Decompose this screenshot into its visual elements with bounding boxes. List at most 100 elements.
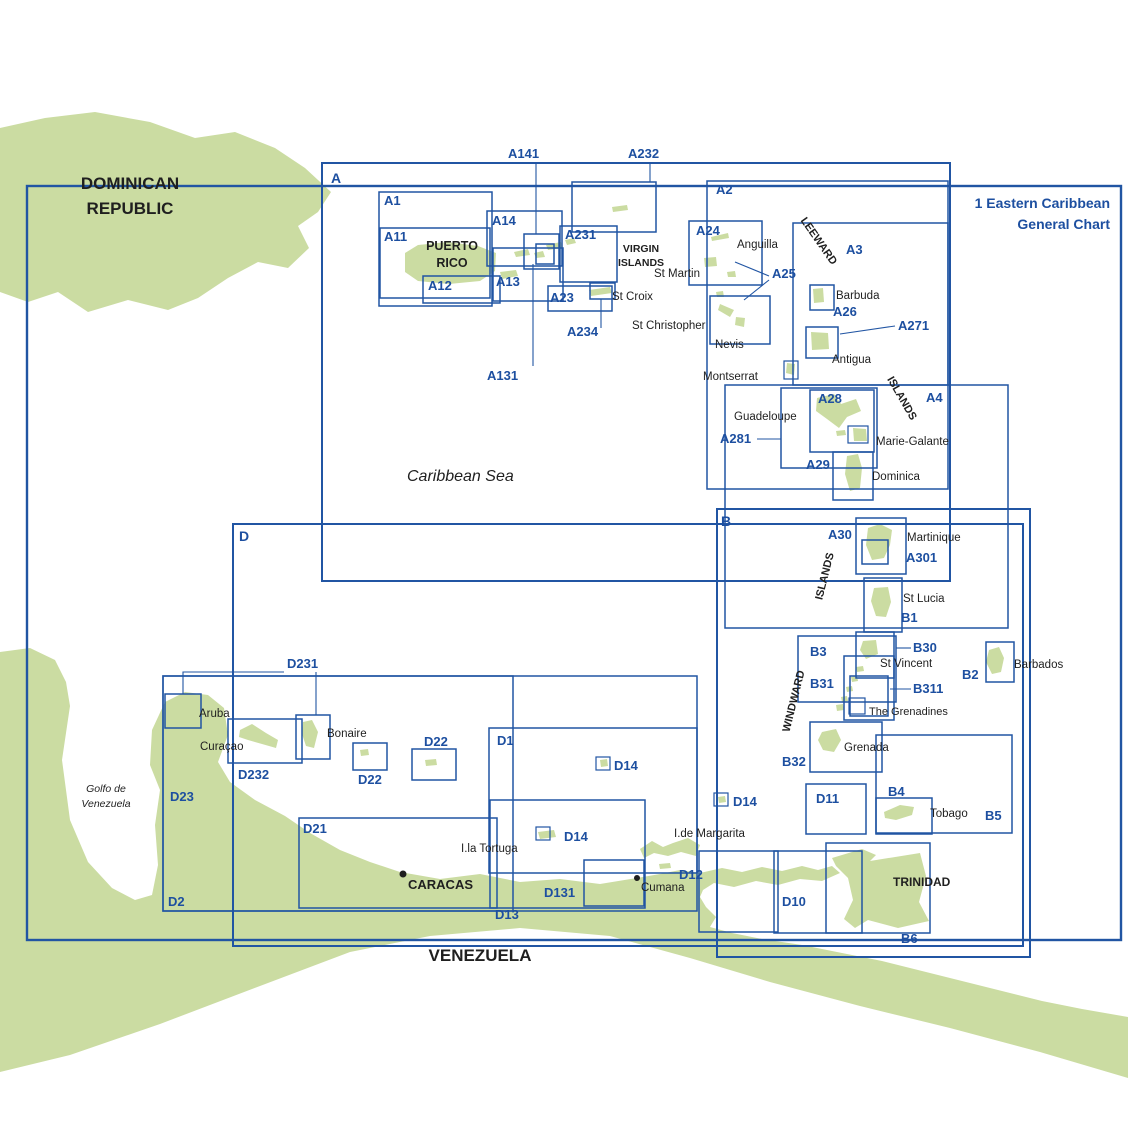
chart-label-d232[interactable]: D232 (238, 767, 269, 782)
chart-box-b2[interactable] (985, 641, 1015, 683)
chart-box-b3[interactable] (797, 635, 897, 703)
chart-label-a25[interactable]: A25 (772, 266, 796, 281)
chart-label-b311[interactable]: B311 (913, 681, 943, 696)
chart-label-b32[interactable]: B32 (782, 754, 806, 769)
chart-label-b1[interactable]: B1 (901, 610, 918, 625)
chart-box-d13[interactable] (489, 799, 646, 909)
chart-label-a3[interactable]: A3 (846, 242, 863, 257)
chart-box-d231-bonaire[interactable] (295, 714, 331, 760)
chart-box-d131[interactable] (583, 859, 645, 907)
chart-label-d11[interactable]: D11 (816, 791, 839, 806)
chart-label-b3[interactable]: B3 (810, 644, 827, 659)
chart-label-a[interactable]: A (331, 170, 341, 186)
chart-label-a271[interactable]: A271 (898, 318, 929, 333)
chart-box-marie-galante-box[interactable] (847, 425, 869, 444)
chart-box-d10[interactable] (773, 850, 863, 934)
chart-label-b4[interactable]: B4 (888, 784, 905, 799)
chart-box-d11[interactable] (805, 783, 867, 835)
chart-label-a12[interactable]: A12 (428, 278, 452, 293)
chart-box-a29[interactable] (832, 451, 874, 501)
chart-box-a1[interactable] (378, 191, 493, 307)
chart-label-a29[interactable]: A29 (806, 457, 830, 472)
chart-box-a271[interactable] (805, 326, 839, 359)
chart-label-d14[interactable]: D14 (614, 758, 639, 773)
chart-label-b31[interactable]: B31 (810, 676, 834, 691)
chart-box-b311[interactable] (849, 675, 889, 717)
chart-box-a13[interactable] (492, 247, 564, 302)
chart-box-d22-east[interactable] (411, 748, 457, 781)
chart-box-a25[interactable] (709, 295, 771, 345)
chart-box-d21[interactable] (298, 817, 498, 909)
chart-box-d22-west[interactable] (352, 742, 388, 771)
chart-label-d131[interactable]: D131 (544, 885, 575, 900)
chart-box-grenadines-box[interactable] (848, 697, 866, 715)
chart-label-d10[interactable]: D10 (782, 894, 806, 909)
chart-label-a234[interactable]: A234 (567, 324, 599, 339)
chart-box-d14-orchila[interactable] (713, 792, 729, 807)
chart-box-d[interactable] (232, 523, 1024, 947)
chart-label-d22[interactable]: D22 (424, 734, 448, 749)
chart-label-a131[interactable]: A131 (487, 368, 518, 383)
chart-box-d14-tortuga[interactable] (535, 826, 551, 841)
chart-label-a24[interactable]: A24 (696, 223, 721, 238)
chart-label-d2[interactable]: D2 (168, 894, 185, 909)
chart-box-d12[interactable] (698, 850, 779, 933)
chart-box-b30[interactable] (855, 631, 895, 679)
chart-box-a281[interactable] (780, 387, 878, 469)
chart-box-a232[interactable] (571, 181, 657, 233)
chart-box-1[interactable] (25, 184, 1123, 942)
chart-label-b2[interactable]: B2 (962, 667, 979, 682)
chart-label-a30[interactable]: A30 (828, 527, 852, 542)
chart-label-d[interactable]: D (239, 528, 249, 544)
chart-label-b5[interactable]: B5 (985, 808, 1002, 823)
chart-box-a234[interactable] (589, 282, 616, 300)
chart-box-a4[interactable] (724, 384, 1009, 629)
chart-label-a11[interactable]: A11 (384, 229, 407, 244)
chart-label-a13[interactable]: A13 (496, 274, 520, 289)
chart-box-a11[interactable] (379, 227, 491, 299)
chart-label-d13[interactable]: D13 (495, 907, 519, 922)
chart-box-d1[interactable] (488, 727, 698, 874)
chart-box-d232[interactable] (227, 718, 303, 764)
chart-box-a12[interactable] (422, 275, 501, 304)
chart-box-a131[interactable] (535, 243, 555, 265)
chart-label-b30[interactable]: B30 (913, 640, 937, 655)
chart-box-b[interactable] (716, 508, 1031, 958)
chart-box-b6[interactable] (825, 842, 931, 934)
chart-label-b[interactable]: B (721, 513, 731, 529)
chart-label-d21[interactable]: D21 (303, 821, 327, 836)
chart-box-a301[interactable] (861, 539, 889, 565)
chart-label-a301[interactable]: A301 (906, 550, 937, 565)
chart-box-a26[interactable] (809, 284, 835, 311)
chart-label-d14[interactable]: D14 (564, 829, 589, 844)
chart-box-b4[interactable] (875, 797, 933, 835)
chart-box-a24[interactable] (688, 220, 763, 286)
chart-label-a141[interactable]: A141 (508, 146, 539, 161)
chart-label-a4[interactable]: A4 (926, 390, 943, 405)
chart-label-a1[interactable]: A1 (384, 193, 401, 208)
chart-box-a141[interactable] (523, 233, 560, 270)
chart-label-a281[interactable]: A281 (720, 431, 751, 446)
chart-label-d12[interactable]: D12 (679, 867, 703, 882)
chart-label-b6[interactable]: B6 (901, 931, 918, 946)
chart-label-a23[interactable]: A23 (550, 290, 574, 305)
chart-label-a28[interactable]: A28 (818, 391, 842, 406)
chart-box-b32[interactable] (809, 721, 883, 773)
chart-label-d14[interactable]: D14 (733, 794, 758, 809)
chart-label-a14[interactable]: A14 (492, 213, 517, 228)
chart-box-a30[interactable] (855, 517, 907, 575)
chart-label-d23[interactable]: D23 (170, 789, 194, 804)
chart-box-a[interactable] (321, 162, 951, 582)
chart-box-d23[interactable] (162, 675, 514, 912)
chart-box-montserrat-box[interactable] (783, 360, 799, 380)
chart-box-a231[interactable] (559, 225, 618, 283)
chart-label-d1[interactable]: D1 (497, 733, 514, 748)
chart-label-d22[interactable]: D22 (358, 772, 382, 787)
chart-label-a26[interactable]: A26 (833, 304, 857, 319)
chart-box-b5[interactable] (875, 734, 1013, 834)
chart-label-a232[interactable]: A232 (628, 146, 659, 161)
chart-label-a231[interactable]: A231 (565, 227, 596, 242)
chart-box-d14-blanquilla[interactable] (595, 756, 611, 771)
chart-label-a2[interactable]: A2 (716, 182, 733, 197)
chart-label-d231[interactable]: D231 (287, 656, 318, 671)
